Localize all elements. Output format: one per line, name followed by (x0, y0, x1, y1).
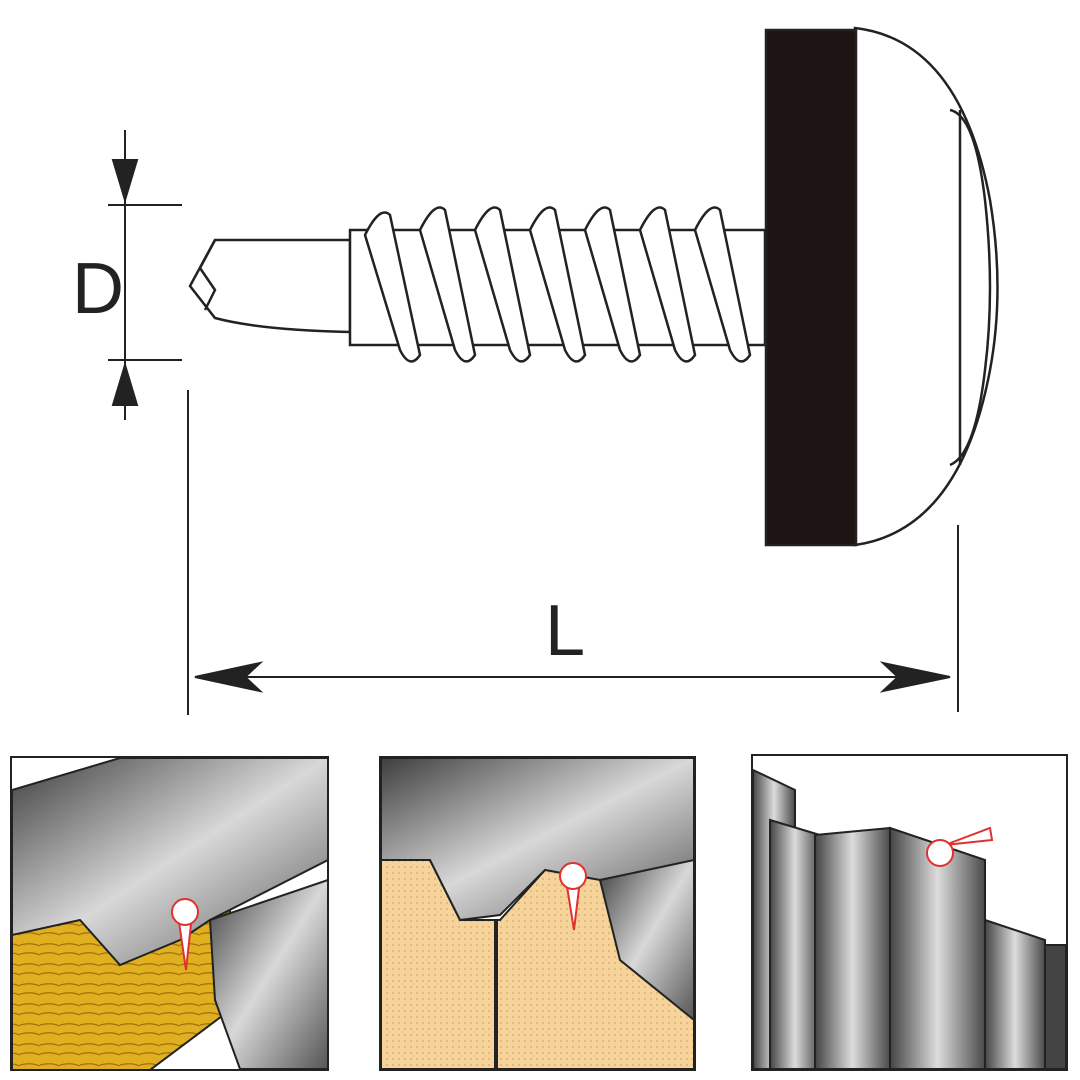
application-panel-sandwich (379, 756, 696, 1071)
threads (363, 206, 752, 363)
arrow-down-icon (111, 159, 139, 204)
drill-tip (188, 238, 352, 334)
arrow-up-icon (111, 361, 139, 406)
diameter-dimension (108, 130, 182, 420)
arrow-right-icon (879, 661, 951, 693)
sealing-washer (764, 28, 858, 547)
screw-icon (559, 862, 587, 931)
screw-icon (926, 826, 994, 867)
length-dimension (187, 390, 959, 715)
length-label: L (545, 591, 585, 671)
application-panel-cladding (751, 754, 1068, 1071)
dome-head (853, 26, 999, 547)
screw (188, 26, 999, 547)
application-panel-timber (10, 756, 329, 1071)
arrow-left-icon (194, 661, 264, 693)
screw-icon (171, 898, 199, 971)
diameter-label: D (72, 249, 124, 329)
